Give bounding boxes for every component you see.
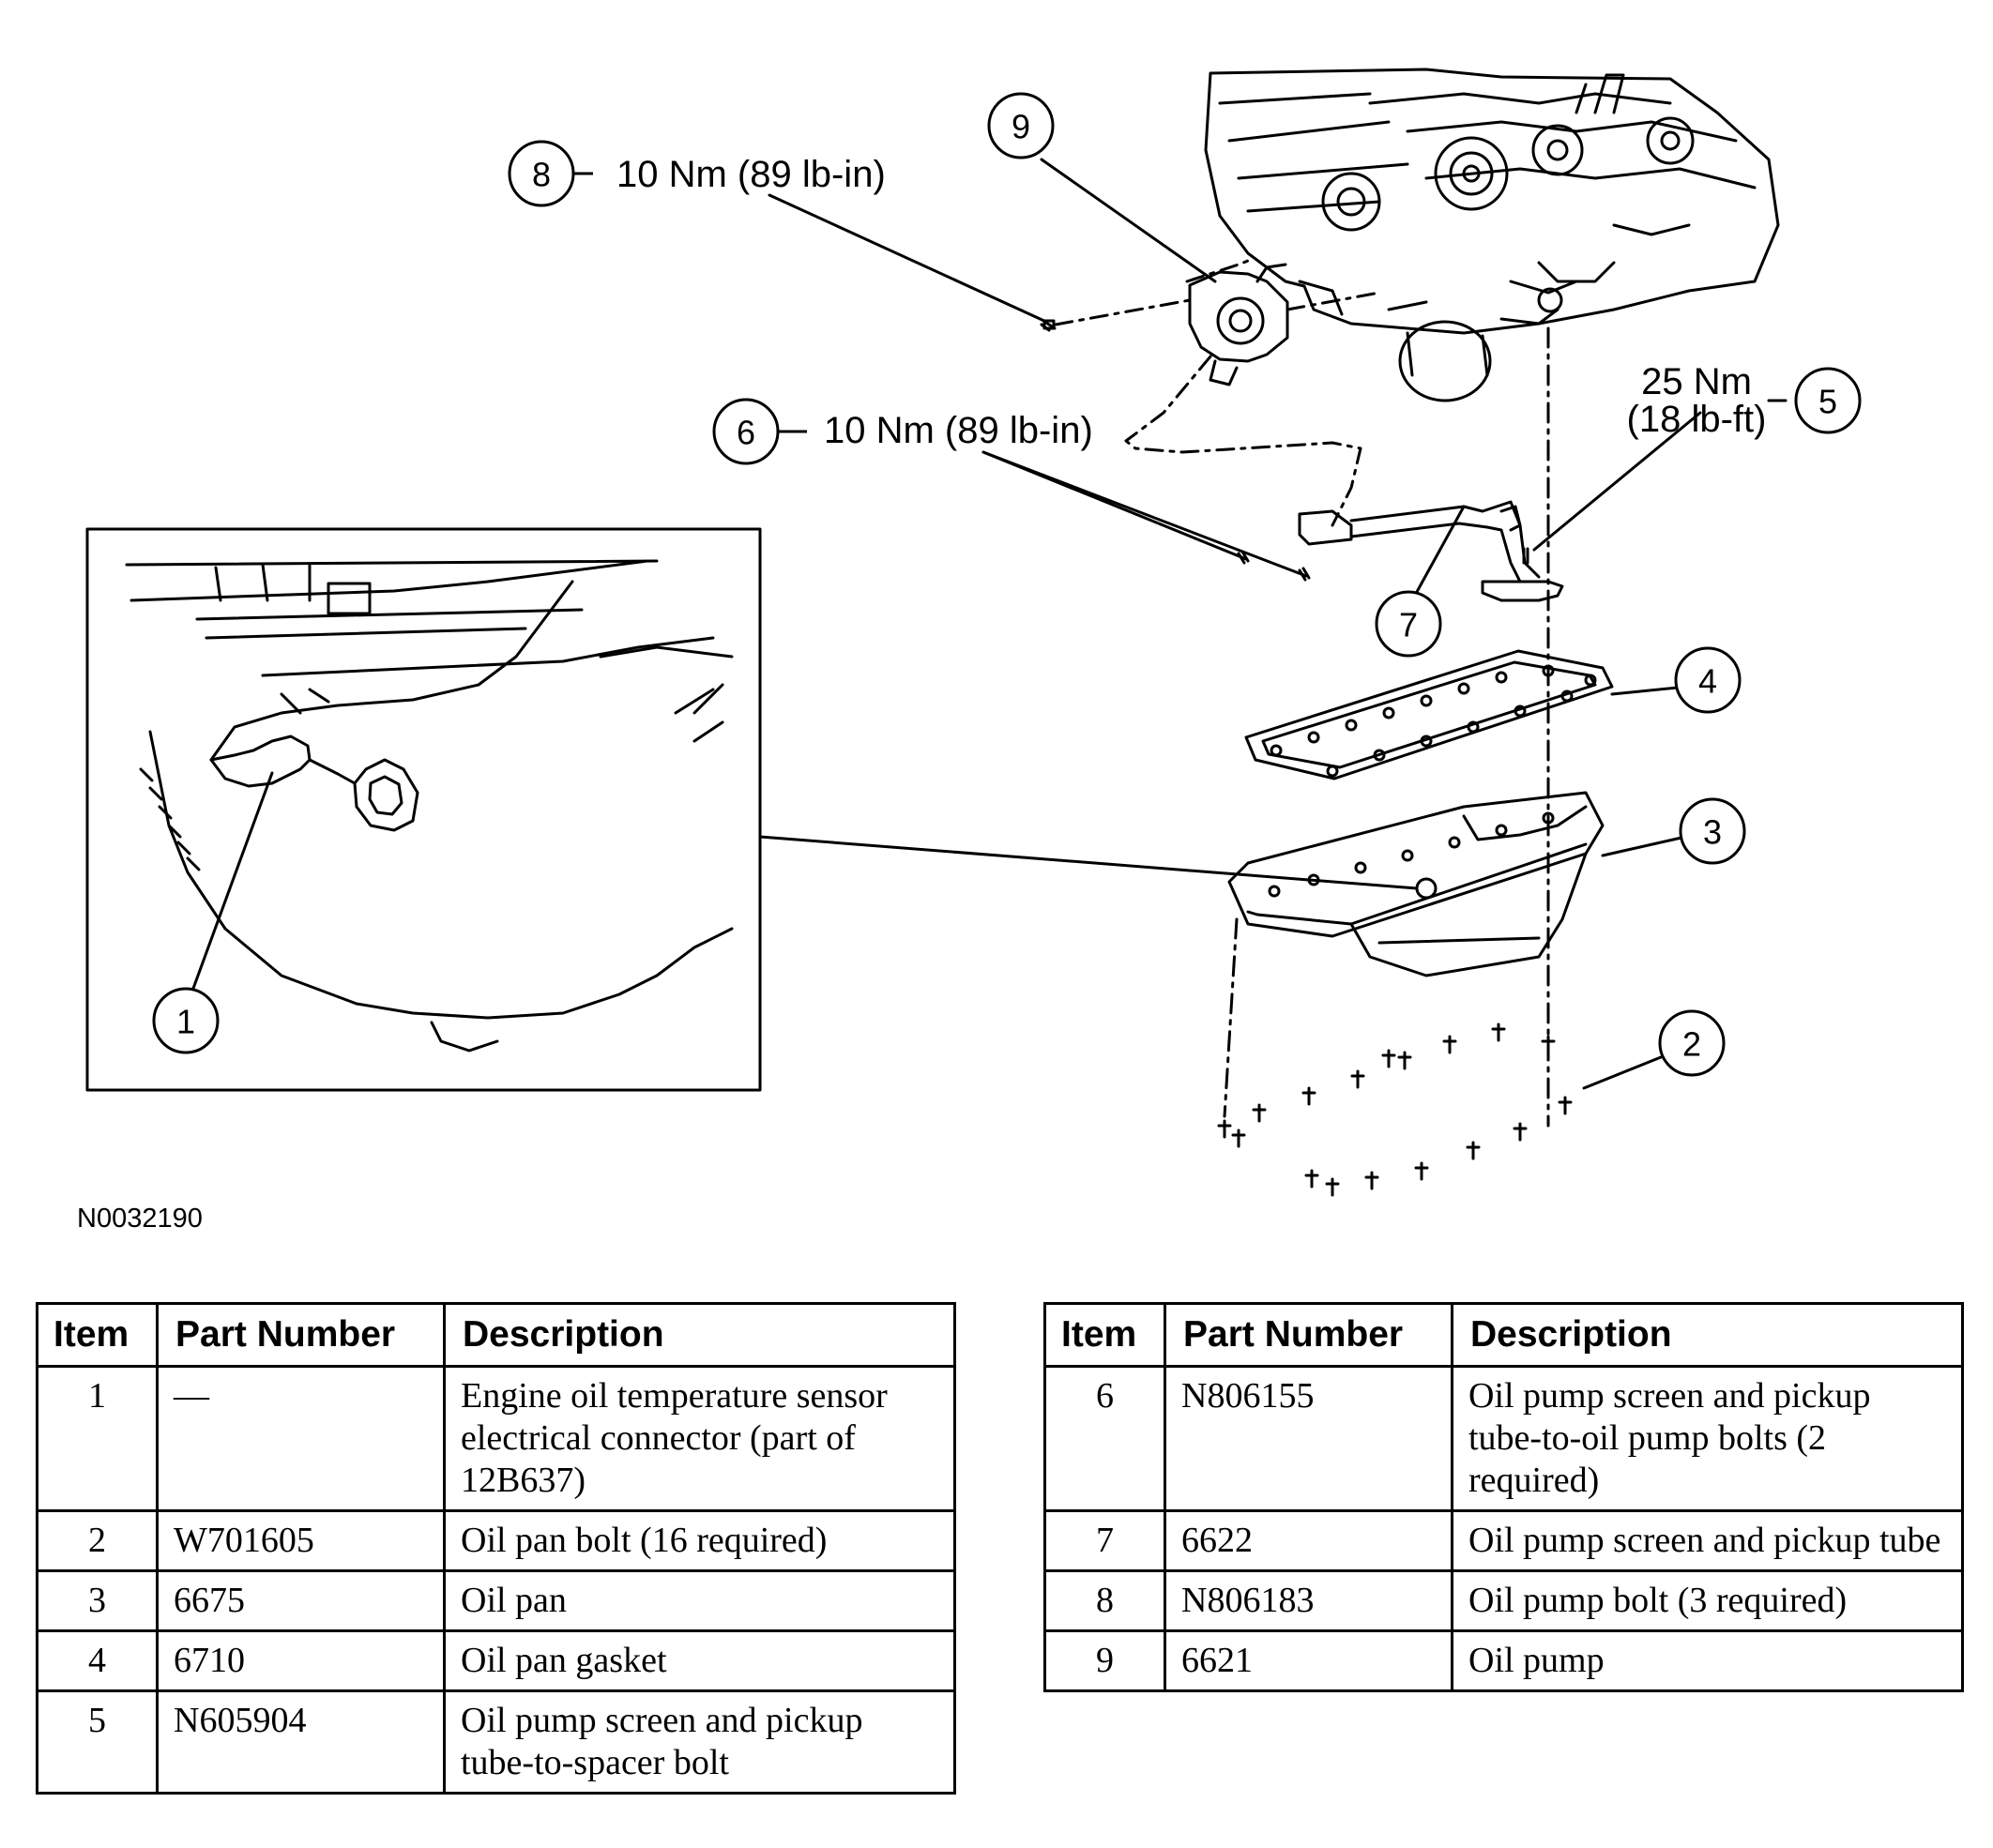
cell-description: Oil pump bolt (3 required): [1451, 1569, 1964, 1632]
pump-bolt-assembly-line: [1054, 298, 1192, 326]
cell-item: 1: [36, 1365, 159, 1512]
callout-4-leader: [1610, 686, 1680, 696]
callout-number-6: 6: [737, 414, 755, 452]
cell-item: 4: [36, 1629, 159, 1692]
callout-circle-7: [1375, 590, 1442, 658]
callout-2-leader: [1582, 1053, 1667, 1090]
table-row: 7 6622 Oil pump screen and pickup tube: [1043, 1509, 1964, 1572]
callout-circle-6: [712, 398, 780, 465]
cell-description: Oil pan bolt (16 required): [443, 1509, 956, 1572]
callout-number-9: 9: [1012, 108, 1030, 146]
cell-item: 3: [36, 1569, 159, 1632]
pump-to-block-assembly-line: [1286, 291, 1381, 311]
exploded-view-diagram: 1 2 3 4 5 6 7 8 9 10 Nm (89 lb-in) 10 Nm…: [77, 68, 1862, 1234]
column-header-part-number: Part Number: [156, 1302, 446, 1368]
callout-circle-3: [1679, 797, 1746, 865]
callout-6-leader-b: [981, 450, 1308, 578]
cell-description: Oil pump: [1451, 1629, 1964, 1692]
cell-description: Engine oil temperature sensor electrical…: [443, 1365, 956, 1512]
cell-description: Oil pan: [443, 1569, 956, 1632]
engine-block-illustration: [1204, 68, 1780, 402]
callout-circle-1: [152, 987, 220, 1054]
oil-pan-gasket-illustration: [1244, 649, 1614, 780]
callout-number-4: 4: [1698, 662, 1717, 701]
callout-number-2: 2: [1682, 1025, 1701, 1064]
callout-5-leader: [1532, 411, 1702, 552]
cell-item: 9: [1043, 1629, 1166, 1692]
callout-circle-5: [1794, 367, 1862, 434]
callout-circle-9: [987, 92, 1055, 159]
table-header-row: Item Part Number Description: [1043, 1302, 1964, 1368]
callout-8-leader: [768, 193, 1048, 324]
oil-pump-illustration: [1188, 263, 1289, 386]
vertical-assembly-line-front: [1223, 917, 1239, 1118]
table-row: 2 W701605 Oil pan bolt (16 required): [36, 1509, 956, 1572]
oil-pan-bolts: [1217, 1022, 1573, 1197]
callout-circle-8: [508, 140, 575, 207]
cell-part-number: N806183: [1164, 1569, 1453, 1632]
table-row: 8 N806183 Oil pump bolt (3 required): [1043, 1569, 1964, 1632]
torque-spec-5-line1: 25 Nm: [1641, 361, 1752, 402]
callout-number-7: 7: [1399, 606, 1418, 644]
cell-description: Oil pump screen and pickup tube: [1451, 1509, 1964, 1572]
figure-code: N0032190: [77, 1204, 203, 1234]
cell-description: Oil pump screen and pickup tube-to-oil p…: [1451, 1365, 1964, 1512]
table-header-row: Item Part Number Description: [36, 1302, 956, 1368]
cell-item: 2: [36, 1509, 159, 1572]
sensor-connector-detail-inset: [85, 527, 762, 1092]
callout-1-leader: [186, 771, 274, 1006]
parts-table-left: Item Part Number Description 1 — Engine …: [36, 1302, 956, 1795]
column-header-item: Item: [36, 1302, 159, 1368]
callout-3-leader: [1601, 836, 1683, 857]
cell-part-number: 6675: [156, 1569, 446, 1632]
pickup-tube-routing-line: [1124, 355, 1362, 527]
callout-9-leader: [1040, 158, 1217, 283]
parts-table-right: Item Part Number Description 6 N806155 O…: [1043, 1302, 1964, 1692]
cell-part-number: N605904: [156, 1689, 446, 1795]
cell-item: 8: [1043, 1569, 1166, 1632]
table-row: 9 6621 Oil pump: [1043, 1629, 1964, 1692]
cell-item: 6: [1043, 1365, 1166, 1512]
cell-description: Oil pump screen and pickup tube-to-space…: [443, 1689, 956, 1795]
pump-top-assembly-line: [1185, 259, 1250, 283]
column-header-part-number: Part Number: [1164, 1302, 1453, 1368]
pickup-tube-to-pump-bolts: [1237, 550, 1311, 582]
pickup-tube-to-spacer-bolt: [1522, 547, 1529, 565]
table-row: 1 — Engine oil temperature sensor electr…: [36, 1365, 956, 1512]
table-row: 4 6710 Oil pan gasket: [36, 1629, 956, 1692]
cell-description: Oil pan gasket: [443, 1629, 956, 1692]
table-row: 6 N806155 Oil pump screen and pickup tub…: [1043, 1365, 1964, 1512]
torque-spec-6: 10 Nm (89 lb-in): [824, 410, 1093, 451]
oil-pump-bolt: [1040, 319, 1057, 332]
cell-item: 5: [36, 1689, 159, 1795]
cell-part-number: 6621: [1164, 1629, 1453, 1692]
callout-number-8: 8: [532, 156, 551, 194]
torque-spec-8: 10 Nm (89 lb-in): [616, 154, 886, 195]
cell-part-number: N806155: [1164, 1365, 1453, 1512]
oil-pan-illustration: [1227, 791, 1605, 977]
table-row: 5 N605904 Oil pump screen and pickup tub…: [36, 1689, 956, 1795]
callout-7-leader: [1410, 505, 1466, 602]
cell-part-number: 6622: [1164, 1509, 1453, 1572]
callout-circle-4: [1674, 646, 1742, 714]
column-header-description: Description: [443, 1302, 956, 1368]
callout-number-5: 5: [1818, 383, 1837, 421]
callout-circle-2: [1658, 1009, 1726, 1077]
table-row: 3 6675 Oil pan: [36, 1569, 956, 1632]
torque-spec-5-line2: (18 lb-ft): [1627, 399, 1767, 440]
column-header-description: Description: [1451, 1302, 1964, 1368]
callout-number-3: 3: [1703, 813, 1722, 852]
cell-item: 7: [1043, 1509, 1166, 1572]
callout-number-1: 1: [176, 1003, 195, 1041]
cell-part-number: 6710: [156, 1629, 446, 1692]
inset-leader-line: [758, 835, 1419, 890]
cell-part-number: —: [156, 1365, 446, 1512]
cell-part-number: W701605: [156, 1509, 446, 1572]
column-header-item: Item: [1043, 1302, 1166, 1368]
